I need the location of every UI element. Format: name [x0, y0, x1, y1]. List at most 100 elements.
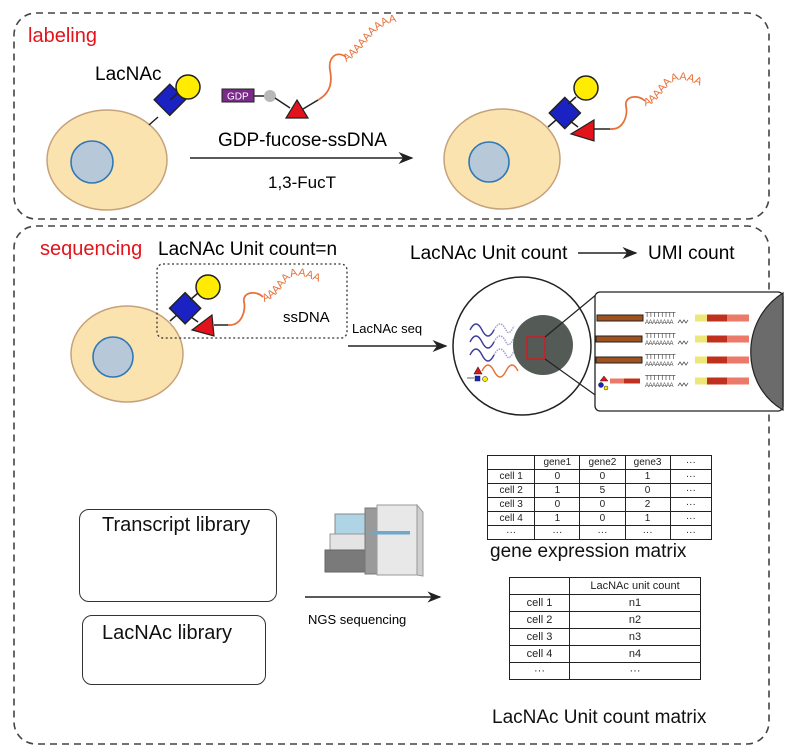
oligo-dT: TTTTTTTT	[645, 312, 676, 319]
zoom-region-box	[526, 336, 546, 360]
polyA-tail: AAAAAAAAA	[341, 13, 398, 65]
barcode-segment	[707, 314, 727, 322]
value-cell: ···	[669, 455, 713, 470]
row-label-cell: cell 3	[508, 628, 571, 646]
galactose-circle-icon	[573, 75, 599, 101]
glcnac-square-icon	[168, 291, 202, 325]
transcript-library-box	[79, 509, 277, 602]
oligo-dT: TTTTTTTT	[645, 354, 676, 361]
row-label-cell: ···	[508, 662, 571, 680]
polyA-tail: AAAAAAAAA	[260, 266, 323, 304]
value-cell: 1	[534, 511, 581, 526]
value-cell: gene1	[534, 455, 581, 470]
phosphate-circle-icon	[264, 90, 276, 102]
row-label-cell: cell 3	[486, 497, 536, 512]
glcnac-mini-icon	[598, 382, 604, 388]
lacnac-adapter	[624, 378, 640, 384]
glcnac-square-icon	[548, 96, 582, 130]
row-label-cell: cell 4	[486, 511, 536, 526]
value-cell: 1	[534, 483, 581, 498]
fucose-mini-icon	[599, 375, 609, 382]
gdp-fucose-ssdna-reagent: GDP AAAAAAAAA	[221, 13, 398, 119]
value-cell: 0	[579, 497, 626, 512]
adapter-segment	[727, 377, 749, 385]
oligo-dT: TTTTTTTT	[645, 375, 676, 382]
bead	[513, 315, 573, 375]
nucleus	[92, 336, 134, 378]
value-cell: n4	[569, 645, 701, 663]
nucleus	[468, 141, 510, 183]
gene-matrix-caption: gene expression matrix	[490, 541, 687, 562]
table-row: ···············	[486, 525, 713, 540]
value-cell: ···	[624, 525, 671, 540]
ssdna-strand	[227, 291, 264, 326]
value-cell: gene3	[624, 455, 671, 470]
umi-segment	[695, 377, 707, 385]
captured-transcript	[596, 314, 644, 322]
header-row: LacNAc unit count	[508, 577, 701, 595]
ssdna-strand	[317, 53, 347, 101]
row-label-cell: cell 1	[486, 469, 536, 484]
mapping-right-label: UMI count	[648, 243, 735, 264]
unit-count-label: LacNAc Unit count=n	[158, 239, 337, 260]
value-cell: ···	[569, 662, 701, 680]
mapping-left-label: LacNAc Unit count	[410, 243, 568, 264]
adapter-segment	[727, 314, 749, 322]
value-cell: 2	[624, 497, 671, 512]
lacnac-library-title: LacNAc library	[102, 622, 233, 644]
row-label-cell	[508, 577, 571, 595]
value-cell: ···	[669, 511, 713, 526]
table-row: ······	[508, 662, 701, 680]
labeling-section-label: labeling	[28, 25, 97, 47]
polyA-tail: AAAAAAAAA	[642, 71, 705, 109]
bead-zoom-callout: TTTTTTTTAAAAAAAATTTTTTTTAAAAAAAATTTTTTTT…	[594, 291, 784, 412]
oligo-dT: TTTTTTTT	[645, 333, 676, 340]
transcript-library-title: Transcript library	[102, 514, 251, 536]
lacnac-matrix-caption: LacNAc Unit count matrix	[492, 707, 707, 728]
value-cell: n3	[569, 628, 701, 646]
value-cell: 1	[624, 511, 671, 526]
bead-oligo-rows: TTTTTTTTAAAAAAAATTTTTTTTAAAAAAAATTTTTTTT…	[595, 312, 749, 391]
adapter-segment	[727, 356, 749, 364]
ngs-label: NGS sequencing	[308, 612, 406, 627]
lacnac-adapter	[610, 378, 624, 384]
umi-squiggle	[677, 361, 689, 366]
value-cell: n1	[569, 594, 701, 612]
fucose-triangle-icon	[284, 98, 310, 119]
row-label-cell: ···	[486, 525, 536, 540]
galactose-mini-icon	[603, 385, 609, 391]
umi-segment	[695, 335, 707, 343]
value-cell: ···	[669, 525, 713, 540]
oligo-polyA: AAAAAAAA	[645, 383, 674, 389]
ngs-sequencer-icon	[324, 503, 424, 577]
value-cell: n2	[569, 611, 701, 629]
oligo-polyA: AAAAAAAA	[645, 320, 674, 326]
row-label-cell: cell 4	[508, 645, 571, 663]
umi-segment	[695, 356, 707, 364]
value-cell: gene2	[579, 455, 626, 470]
row-label-cell: cell 2	[486, 483, 536, 498]
value-cell: 0	[534, 469, 581, 484]
umi-squiggle	[677, 382, 689, 387]
captured-transcript	[595, 356, 643, 364]
gdp-tag-label: GDP	[227, 92, 249, 103]
galactose-circle-icon	[175, 74, 201, 100]
galactose-circle-icon	[195, 274, 221, 300]
oligo-polyA: AAAAAAAA	[645, 341, 674, 347]
value-cell: LacNAc unit count	[569, 577, 701, 595]
ssdna-label: ssDNA	[283, 309, 330, 326]
row-label-cell: cell 1	[508, 594, 571, 612]
fucose-triangle-icon	[190, 313, 215, 337]
umi-squiggle	[677, 340, 689, 345]
barcode-segment	[707, 377, 727, 385]
